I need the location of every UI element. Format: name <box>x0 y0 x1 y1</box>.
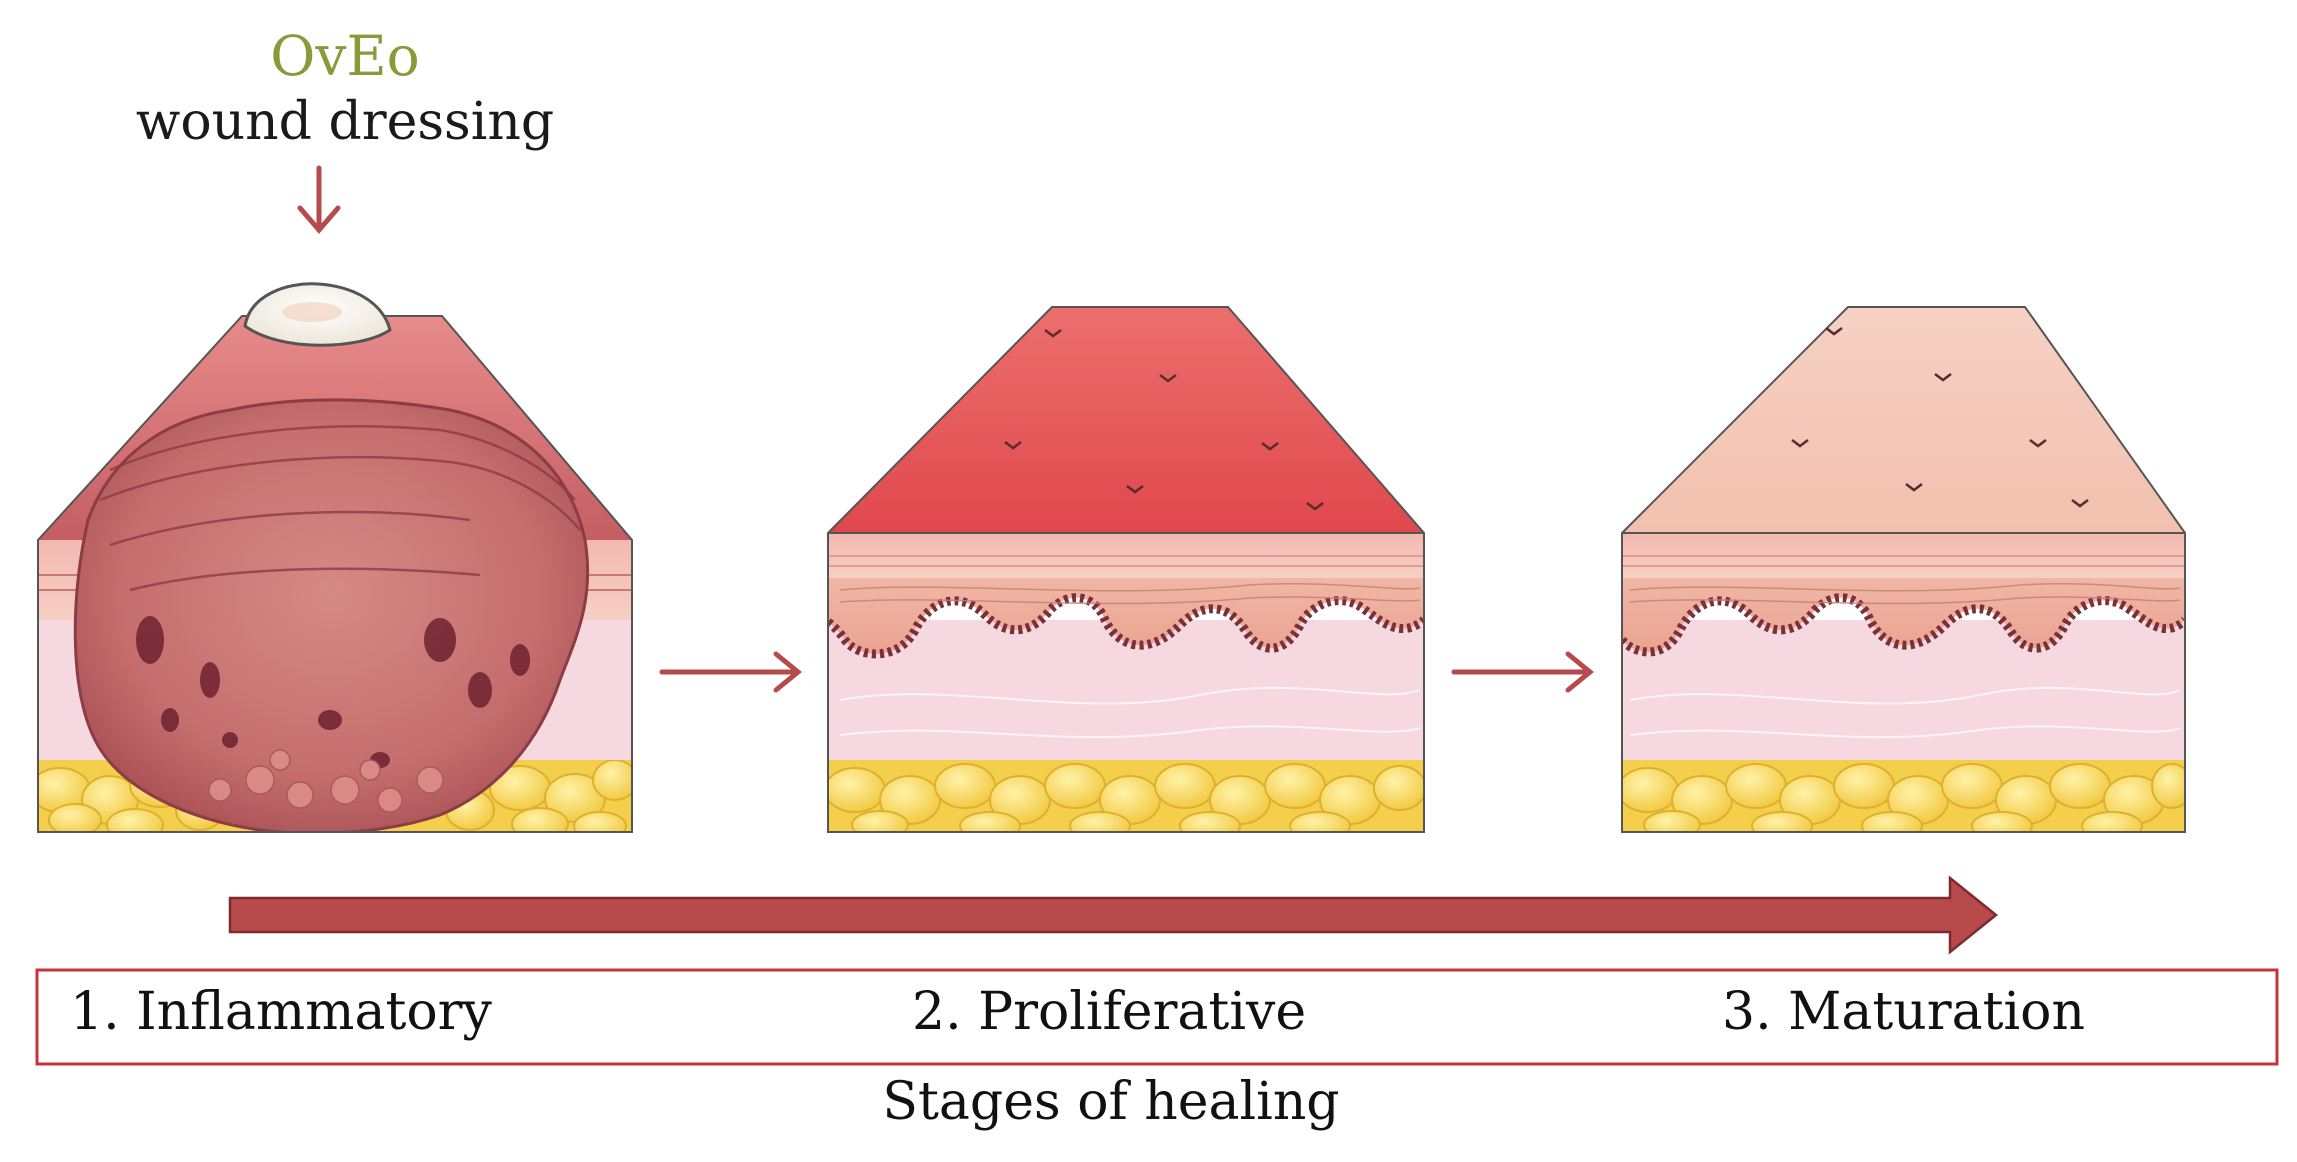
fat-layer <box>828 763 1424 832</box>
diagram-caption: Stages of healing <box>882 1072 1340 1132</box>
stage-label-inflammatory: 1. Inflammatory <box>70 982 492 1042</box>
stage-arrow-1-to-2 <box>659 651 802 693</box>
hair-marks <box>1791 327 2089 508</box>
wound-crater <box>73 398 590 832</box>
fat-layer <box>1622 763 2185 832</box>
hair-marks <box>1004 329 1324 511</box>
timeline-arrow <box>228 875 1998 955</box>
product-description: wound dressing <box>135 92 555 152</box>
skin-panel-proliferative <box>827 306 1425 833</box>
stage-label-proliferative: 2. Proliferative <box>912 982 1307 1042</box>
stage-label-maturation: 3. Maturation <box>1722 982 2085 1042</box>
stage-arrow-2-to-3 <box>1451 651 1594 693</box>
skin-panel-inflammatory <box>37 282 633 833</box>
dressing-arrow <box>297 165 341 234</box>
stages-box <box>35 968 2279 1066</box>
product-name: OvEo <box>270 24 420 88</box>
skin-panel-maturation <box>1621 306 2186 833</box>
